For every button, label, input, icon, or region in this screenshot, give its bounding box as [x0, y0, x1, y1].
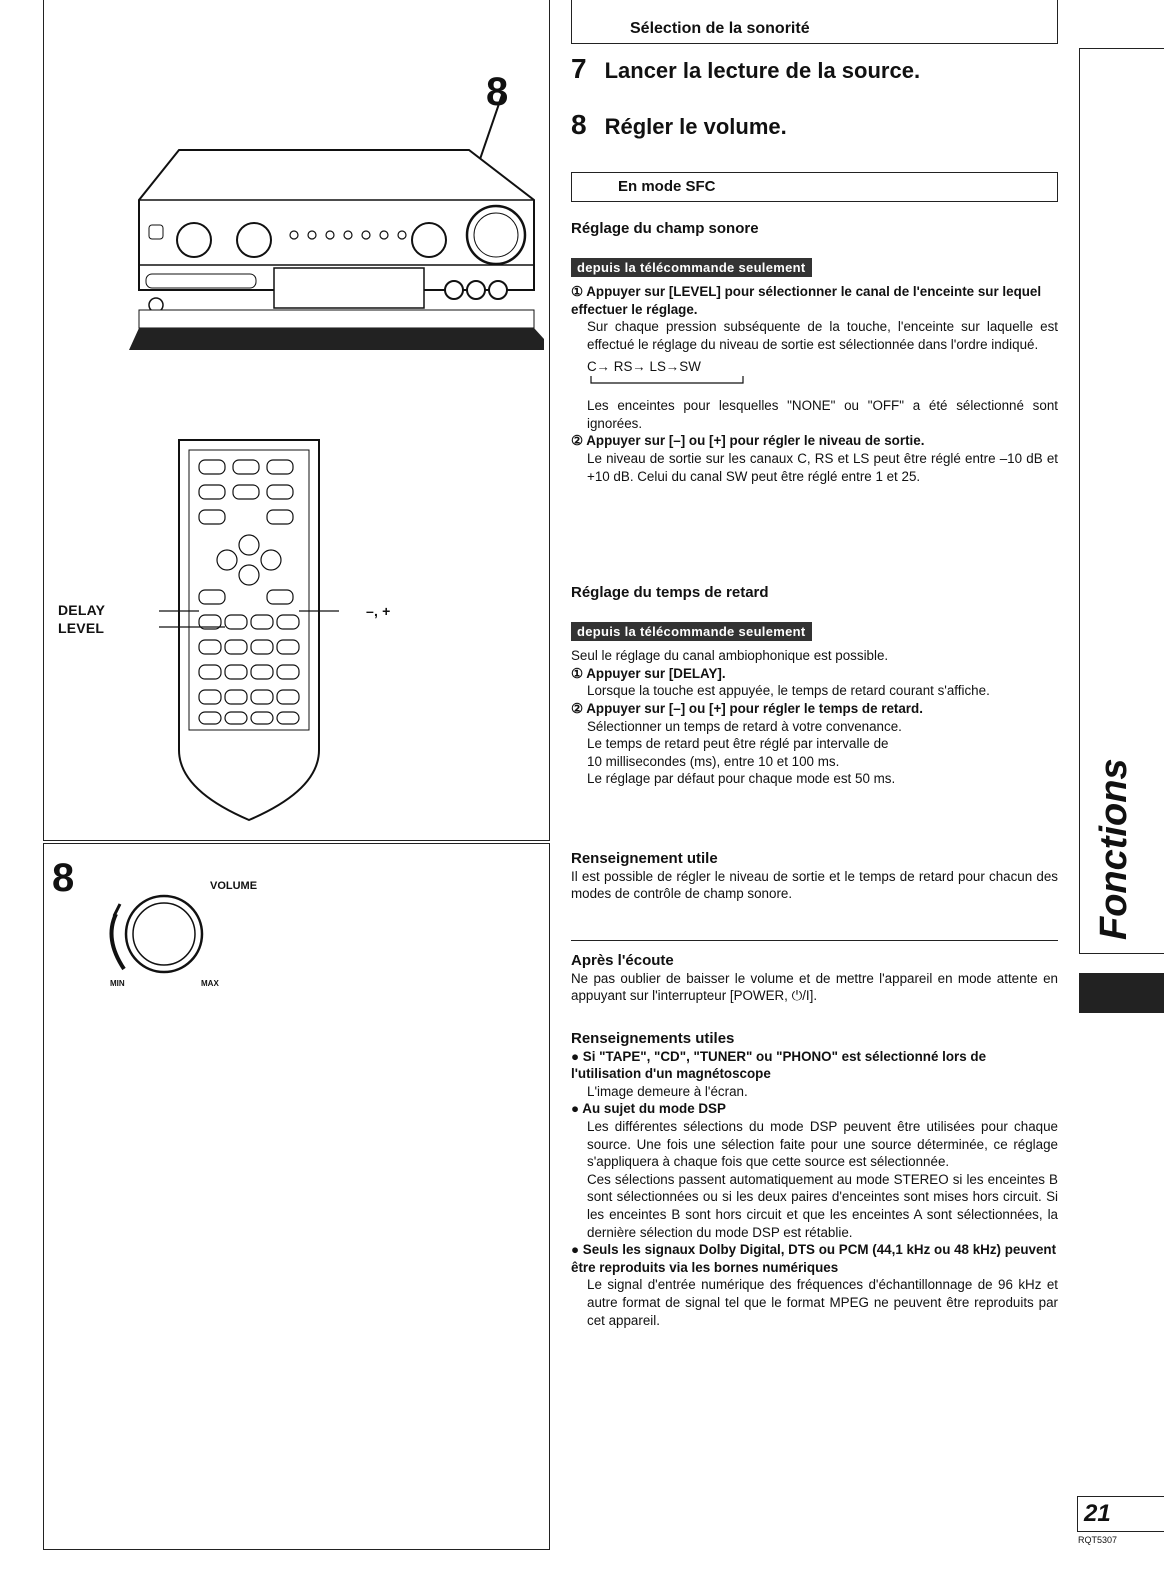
bullet-text: Ces sélections passent automatiquement a…	[587, 1171, 1058, 1240]
divider-rule	[571, 940, 1058, 941]
section-heading: Après l'écoute	[571, 952, 674, 969]
label-level: LEVEL	[58, 620, 105, 636]
channel-sequence: C→ RS→ LS→SW	[587, 358, 701, 374]
sound-field-section: Réglage du champ sonore depuis la téléco…	[571, 220, 1058, 485]
step-7: 7 Lancer la lecture de la source.	[571, 53, 1058, 84]
instruction-text: Sélectionner un temps de retard à votre …	[587, 718, 902, 734]
remote-control-illustration	[159, 439, 339, 822]
label-minus-plus: –, +	[366, 603, 391, 619]
bullet-text: Le signal d'entrée numérique des fréquen…	[587, 1277, 1058, 1328]
instruction-step-2: ② Appuyer sur [–] ou [+] pour régler le …	[571, 433, 925, 449]
sequence-loop-arrow	[590, 376, 744, 384]
instruction-text: Le niveau de sortie sur les canaux C, RS…	[587, 450, 1058, 484]
delay-intro: Seul le réglage du canal ambiophonique e…	[571, 648, 889, 664]
label-delay: DELAY	[58, 602, 106, 618]
min-label: MIN	[110, 979, 125, 988]
volume-label: VOLUME	[210, 880, 258, 892]
mode-box: En mode SFC	[571, 172, 1058, 202]
bullet-text: Les différentes sélections du mode DSP p…	[587, 1118, 1058, 1170]
instruction-text: Le temps de retard peut être réglé par i…	[587, 736, 889, 752]
ignored-note: Les enceintes pour lesquelles "NONE" ou …	[587, 398, 1058, 431]
section-heading: Réglage du temps de retard	[571, 584, 769, 601]
instruction-step-2: ② Appuyer sur [–] ou [+] pour régler le …	[571, 700, 923, 716]
page-number-box: 21	[1077, 1496, 1164, 1532]
step-text: Lancer la lecture de la source.	[604, 58, 921, 83]
step-number: 8	[571, 109, 587, 140]
section-sidebar-frame	[1079, 48, 1164, 954]
step-number: 7	[571, 53, 587, 84]
after-text: Ne pas oublier de baisser le volume et d…	[571, 970, 1058, 1004]
after-listening-section: Après l'écoute Ne pas oublier de baisser…	[571, 952, 1058, 1005]
max-label: MAX	[201, 979, 219, 988]
bullet-heading: ● Si "TAPE", "CD", "TUNER" ou "PHONO" es…	[571, 1048, 987, 1082]
tip-text: Il est possible de régler le niveau de s…	[571, 868, 1058, 902]
step-text: Régler le volume.	[604, 114, 787, 139]
section-subtitle: Sélection de la sonorité	[630, 20, 810, 37]
section-heading: Réglage du champ sonore	[571, 220, 759, 237]
illustration-panel-bottom: 8 VOLUME MIN MAX	[43, 843, 550, 1550]
remote-only-tag: depuis la télécommande seulement	[571, 621, 812, 642]
section-marker-block	[1079, 973, 1164, 1013]
document-code: RQT5307	[1078, 1535, 1118, 1545]
instruction-step-1: ① Appuyer sur [DELAY].	[571, 665, 726, 681]
bullet-heading: ● Seuls les signaux Dolby Digital, DTS o…	[571, 1242, 1057, 1275]
bullet-text: L'image demeure à l'écran.	[587, 1083, 748, 1099]
delay-section: Réglage du temps de retard depuis la tél…	[571, 584, 1058, 788]
instruction-text: Le réglage par défaut pour chaque mode e…	[587, 771, 896, 787]
section-heading: Renseignements utiles	[571, 1030, 735, 1047]
section-frame-header: Sélection de la sonorité	[571, 0, 1058, 44]
bullet-heading: ● Au sujet du mode DSP	[571, 1101, 726, 1117]
page-number: 21	[1084, 1500, 1111, 1527]
callout-8-volume: 8	[52, 856, 75, 900]
instruction-text: Lorsque la touche est appuyée, le temps …	[587, 683, 990, 699]
instruction-step-1: ① Appuyer sur [LEVEL] pour sélectionner …	[571, 284, 1042, 317]
instruction-text: 10 millisecondes (ms), entre 10 et 100 m…	[587, 753, 840, 769]
remote-only-tag: depuis la télécommande seulement	[571, 257, 812, 278]
instruction-text: Sur chaque pression subséquente de la to…	[587, 319, 1058, 352]
tip-section: Renseignement utile Il est possible de r…	[571, 850, 1058, 903]
section-tab-label: Fonctions	[1093, 758, 1135, 940]
illustration-panel-top: 8	[43, 0, 550, 841]
volume-knob-icon	[109, 894, 204, 974]
useful-info-section: Renseignements utiles ● Si "TAPE", "CD",…	[571, 1030, 1058, 1329]
amplifier-illustration	[129, 94, 544, 350]
section-heading: Renseignement utile	[571, 850, 718, 867]
callout-8: 8	[486, 70, 509, 114]
step-8: 8 Régler le volume.	[571, 109, 1058, 140]
